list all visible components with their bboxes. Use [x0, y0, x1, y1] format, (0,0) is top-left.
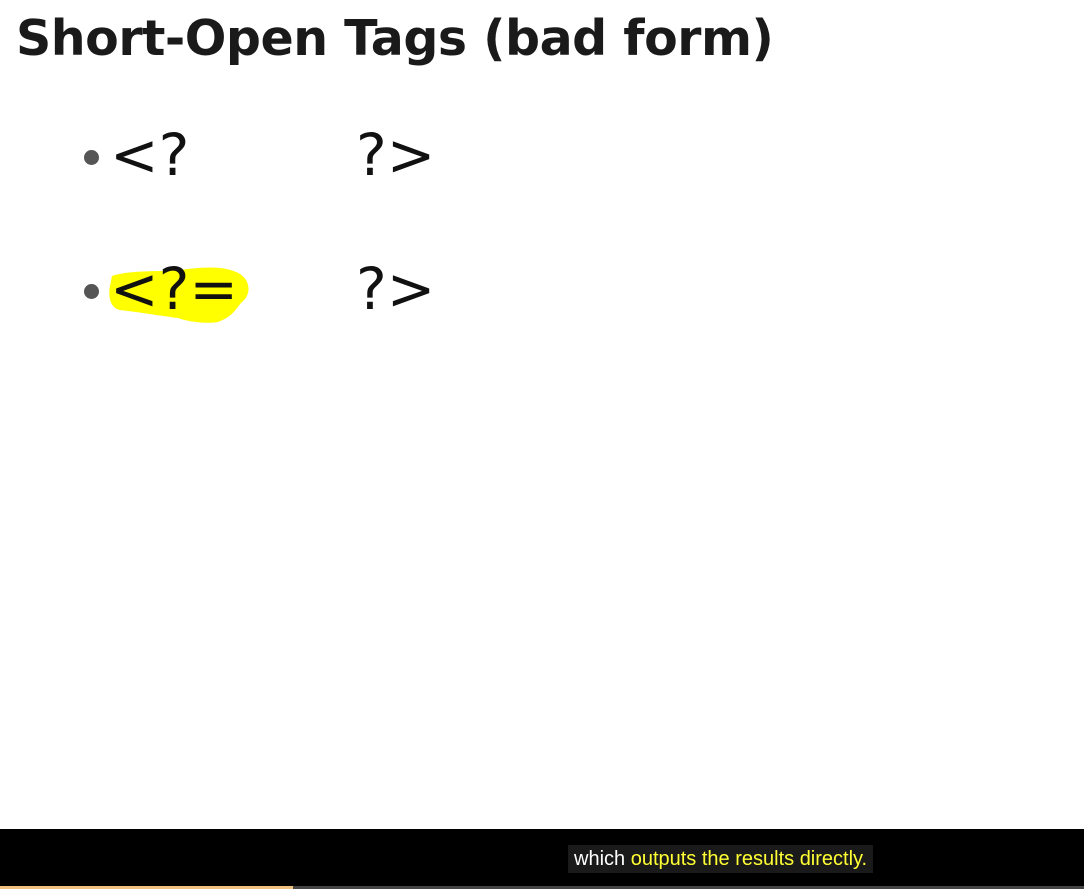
bullet-dot-icon [84, 150, 99, 165]
video-progress-bar[interactable] [0, 886, 1084, 889]
slide-canvas: Short-Open Tags (bad form) <? ?> <?= ?> [16, 10, 774, 324]
caption-bar: which outputs the results directly. [0, 829, 1084, 889]
bullet-item: <?= ?> [84, 254, 684, 324]
video-progress-fill [0, 886, 293, 889]
bullet-item: <? ?> [84, 120, 684, 190]
close-tag-text: ?> [356, 255, 436, 323]
bullet-dot-icon [84, 284, 99, 299]
close-tag-text: ?> [356, 121, 436, 189]
caption-segment-white: which [574, 848, 626, 870]
open-tag-text: <? [110, 121, 190, 189]
slide-title: Short-Open Tags (bad form) [16, 10, 774, 67]
subtitle-caption: which outputs the results directly. [568, 845, 874, 873]
caption-segment-yellow: outputs the results directly. [630, 848, 868, 870]
open-tag-text: <?= [110, 255, 238, 323]
